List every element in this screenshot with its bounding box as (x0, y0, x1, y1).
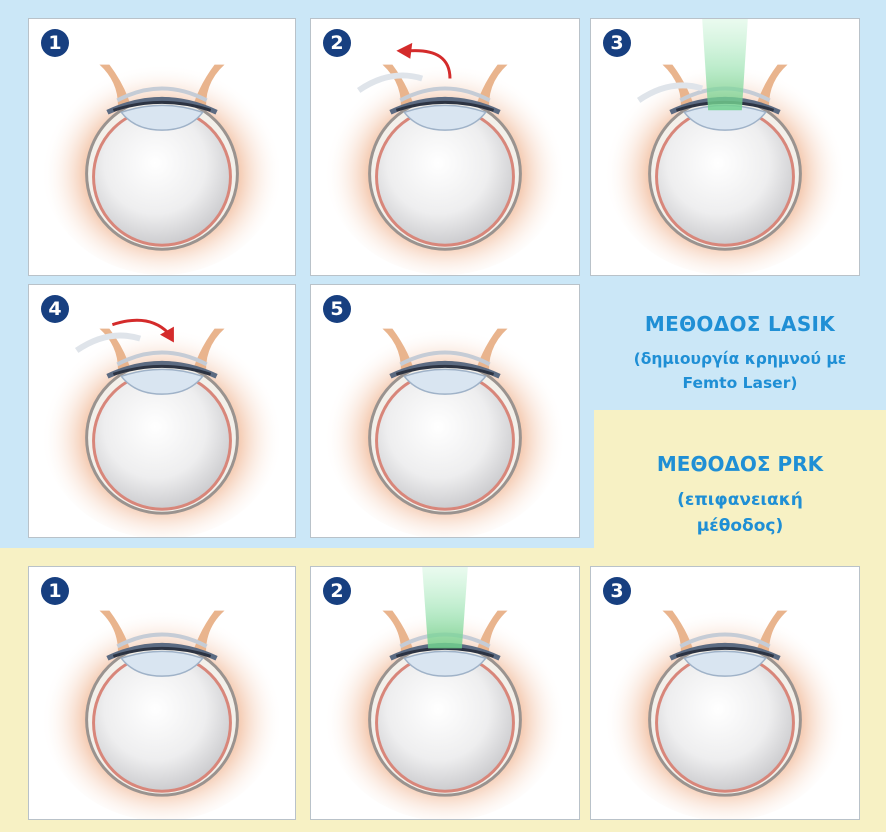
prk-step-1-badge: 1 (41, 577, 69, 605)
lasik-step-4-badge: 4 (41, 295, 69, 323)
prk-step-2-badge: 2 (323, 577, 351, 605)
eye-cross-section-icon (29, 567, 295, 819)
lasik-step-2-badge: 2 (323, 29, 351, 57)
lasik-step-5-panel: 5 (310, 284, 580, 538)
prk-step-1-panel: 1 (28, 566, 296, 820)
prk-step-3-badge: 3 (603, 577, 631, 605)
eye-cross-section-icon (311, 19, 579, 275)
laser-beam-icon (422, 567, 468, 648)
eye-cross-section-icon (311, 285, 579, 537)
lasik-step-3-panel: 3 (590, 18, 860, 276)
prk-method-subtitle: (επιφανειακή μέθοδος) (596, 487, 884, 539)
eye-cross-section-icon (591, 567, 859, 819)
lasik-step-5-badge: 5 (323, 295, 351, 323)
eye-cross-section-icon (591, 19, 859, 275)
prk-step-3-panel: 3 (590, 566, 860, 820)
prk-step-2-panel: 2 (310, 566, 580, 820)
lasik-method-title: ΜΕΘΟΔΟΣ LASIK (596, 312, 884, 336)
eye-cross-section-icon (29, 19, 295, 275)
lasik-step-1-panel: 1 (28, 18, 296, 276)
lasik-step-2-panel: 2 (310, 18, 580, 276)
eye-cross-section-icon (29, 285, 295, 537)
prk-method-title: ΜΕΘΟΔΟΣ PRK (596, 452, 884, 476)
prk-subtitle-line-1: (επιφανειακή (596, 487, 884, 513)
lasik-subtitle-line-1: (δημιουργία κρημνού με (596, 347, 884, 371)
lasik-method-subtitle: (δημιουργία κρημνού με Femto Laser) (596, 347, 884, 395)
lasik-step-1-badge: 1 (41, 29, 69, 57)
lasik-step-4-panel: 4 (28, 284, 296, 538)
lasik-step-3-badge: 3 (603, 29, 631, 57)
eye-cross-section-icon (311, 567, 579, 819)
prk-subtitle-line-2: μέθοδος) (596, 513, 884, 539)
laser-beam-icon (702, 19, 748, 110)
lasik-subtitle-line-2: Femto Laser) (596, 371, 884, 395)
